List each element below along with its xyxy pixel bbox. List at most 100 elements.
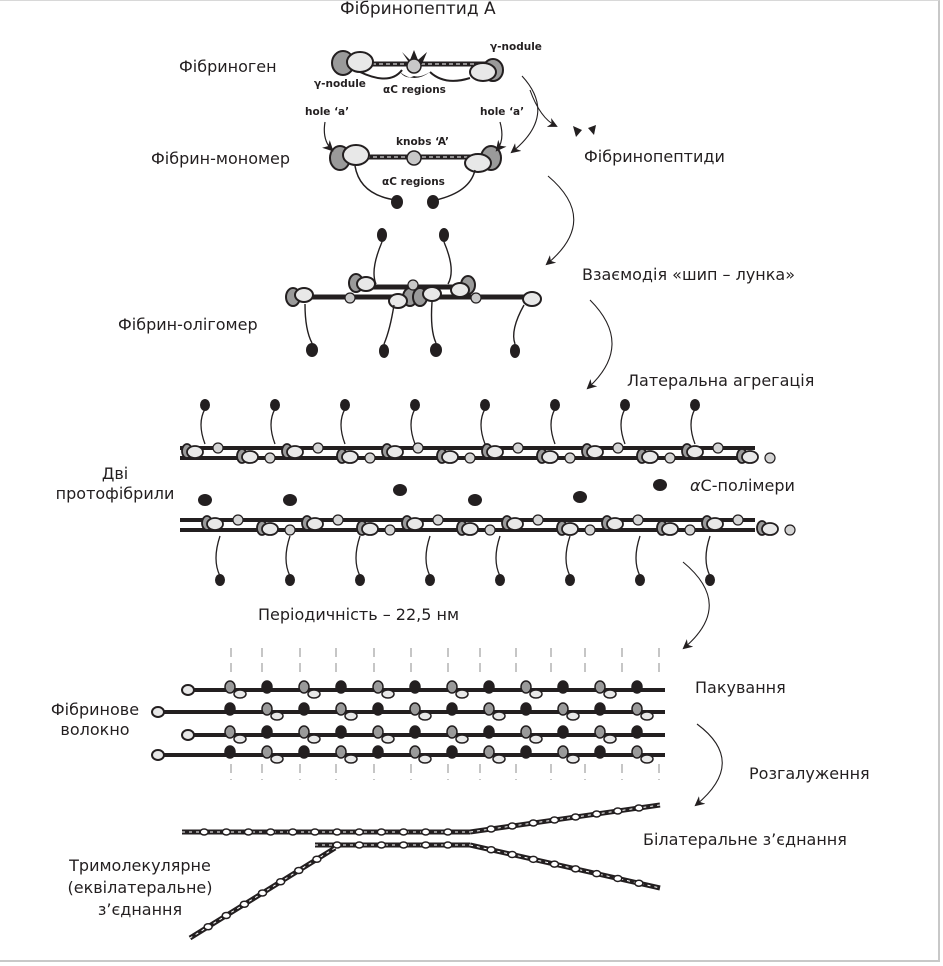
fiber-node [520,702,532,716]
branch-node [203,923,213,931]
branch-node [332,828,342,836]
d-domain-nodule [386,445,404,459]
ac-region-globule [200,399,210,411]
fiber-node [483,702,495,716]
fiber-node [298,745,310,759]
label-bilateral-junction: Білатеральне з’єднання [643,830,847,849]
e-domain [384,524,396,536]
e-domain [484,524,496,536]
label-gamma-nodule-right: γ-nodule [490,41,542,53]
fiber-node [557,725,569,739]
d-domain-nodule [186,445,204,459]
ac-region-tether [410,408,416,445]
ac-polymer-cluster [198,494,212,506]
fibrin-fiber-structure [151,680,665,764]
ac-region-tether [215,535,221,577]
fiber-node [372,725,384,739]
branch-node [486,846,496,854]
fiber-node [372,745,384,759]
e-domain [432,514,444,526]
fiber-node [446,680,458,694]
d-domain-nodule [241,450,259,464]
fiber-node [594,680,606,694]
ac-region-tether [635,535,641,577]
ac-region-tether [285,535,291,577]
two-protofibrils-structure [180,399,796,586]
fiber-node [557,745,569,759]
fiber-node [372,702,384,716]
fiber-end [151,706,165,718]
branch-node [398,841,409,849]
e-domain [764,452,776,464]
d-domain-nodule [706,517,724,531]
branch-node [275,878,286,886]
fiber-node [594,745,606,759]
fiber-node [335,680,347,694]
branch-node [443,828,453,836]
e-domain [532,514,544,526]
fiber-node [631,745,643,759]
fiber-node [520,745,532,759]
branch-node [294,866,304,875]
branch-node [398,828,409,836]
e-domain [412,442,424,454]
label-ac-regions-top: αC regions [383,84,446,96]
ac-region-tether [480,408,486,445]
fiber-nodule [492,711,506,721]
branch-node [486,825,496,833]
e-domain [284,524,296,536]
arrow-oligomer-to-protofibrils [586,299,613,390]
ac-region-tether [565,535,571,577]
fiber-nodule [566,711,580,721]
fiber-node [298,725,310,739]
fiber-node [483,745,495,759]
e-domain [364,452,376,464]
fiber-node [483,680,495,694]
branch-node [310,828,320,836]
fiber-nodule [233,734,247,744]
fibrinopeptide-a-star [402,50,427,64]
label-fibrin-fiber-line1: Фібринове [50,700,140,719]
ac-region-globule [285,574,295,586]
branch-node [221,911,231,920]
ac-region-tether [425,535,431,577]
e-domain [564,452,576,464]
d-domain-nodule [586,445,604,459]
d-domain-nodule [361,522,379,536]
arrow-fibrinogen-to-monomer [510,75,539,154]
d-domain-nodule [306,517,324,531]
e-domain [312,442,324,454]
fiber-node [224,702,236,716]
branch-node [257,889,268,897]
label-ac-polymers: αC-полімери [690,476,795,496]
ac-region-globule [620,399,630,411]
label-trimolecular-junction: Тримолекулярне (еквілатеральне) з’єднанн… [45,855,235,921]
fiber-nodule [344,711,358,721]
e-domain [406,58,422,74]
branch-node [376,841,387,849]
d-domain-nodule [761,522,779,536]
label-two-protofibrils-line1: Дві [101,464,129,483]
ac-region-globule [480,399,490,411]
fiber-node [409,725,421,739]
d-domain-nodule [461,522,479,536]
label-knob-hole-interaction: Взаємодія «шип – лунка» [582,265,796,284]
d-domain-nodule [686,445,704,459]
ac-region-tether [355,535,361,577]
fiber-node [298,680,310,694]
fiber-node [631,680,643,694]
fiber-nodule [529,734,543,744]
branch-node [570,865,581,873]
d-domain-nodule [206,517,224,531]
label-trimolecular-line2: (еквілатеральне) [67,878,213,897]
fiber-end [181,729,195,741]
fiber-end [181,684,195,696]
d-domain-nodule [561,522,579,536]
branch-node [376,828,387,836]
d-domain-nodule [341,450,359,464]
fiber-node [261,680,273,694]
d-domain-nodule [661,522,679,536]
branch-node [591,869,602,878]
fiber-node [409,702,421,716]
label-fibrin-fiber-line2: волокно [60,720,130,739]
